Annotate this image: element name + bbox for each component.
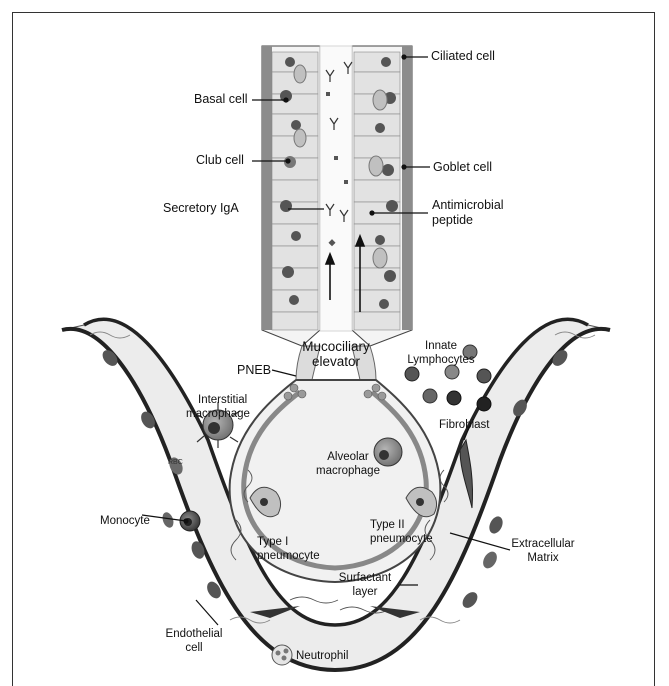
label-fibroblast: Fibroblast bbox=[439, 418, 490, 432]
label-type1-line2: pneumocyte bbox=[257, 549, 320, 563]
label-monocyte: Monocyte bbox=[100, 514, 150, 528]
label-type2-line1: Type II bbox=[370, 518, 405, 532]
label-alveolar-line2: macrophage bbox=[308, 464, 388, 478]
label-ecm-line2: Matrix bbox=[498, 551, 588, 565]
label-mucociliary-line1: Mucociliary bbox=[286, 340, 386, 354]
label-type2-line2: pneumocyte bbox=[370, 532, 433, 546]
label-basal-cell: Basal cell bbox=[194, 92, 248, 106]
label-surfactant-line2: layer bbox=[330, 585, 400, 599]
label-club-cell: Club cell bbox=[196, 153, 244, 167]
label-secretory-iga: Secretory IgA bbox=[163, 201, 239, 215]
label-innate-line2: Lymphocytes bbox=[396, 353, 486, 367]
label-interstitial-line2: macrophage bbox=[186, 407, 250, 421]
label-type1-line1: Type I bbox=[257, 535, 288, 549]
label-antimicrobial-line2: peptide bbox=[432, 213, 473, 227]
label-antimicrobial-line1: Antimicrobial bbox=[432, 198, 504, 212]
label-endothelial-line1: Endothelial bbox=[154, 627, 234, 641]
label-alveolar-line1: Alveolar bbox=[318, 450, 378, 464]
label-mucociliary-line2: elevator bbox=[286, 355, 386, 369]
label-goblet-cell: Goblet cell bbox=[433, 160, 492, 174]
label-ecm-line1: Extracellular bbox=[498, 537, 588, 551]
label-innate-line1: Innate bbox=[396, 339, 486, 353]
label-interstitial-line1: Interstitial bbox=[198, 393, 247, 407]
label-pneb: PNEB bbox=[237, 363, 271, 377]
label-rbc: RBC bbox=[168, 456, 183, 470]
label-surfactant-line1: Surfactant bbox=[330, 571, 400, 585]
label-endothelial-line2: cell bbox=[154, 641, 234, 655]
label-ciliated-cell: Ciliated cell bbox=[431, 49, 495, 63]
label-neutrophil: Neutrophil bbox=[296, 649, 348, 663]
